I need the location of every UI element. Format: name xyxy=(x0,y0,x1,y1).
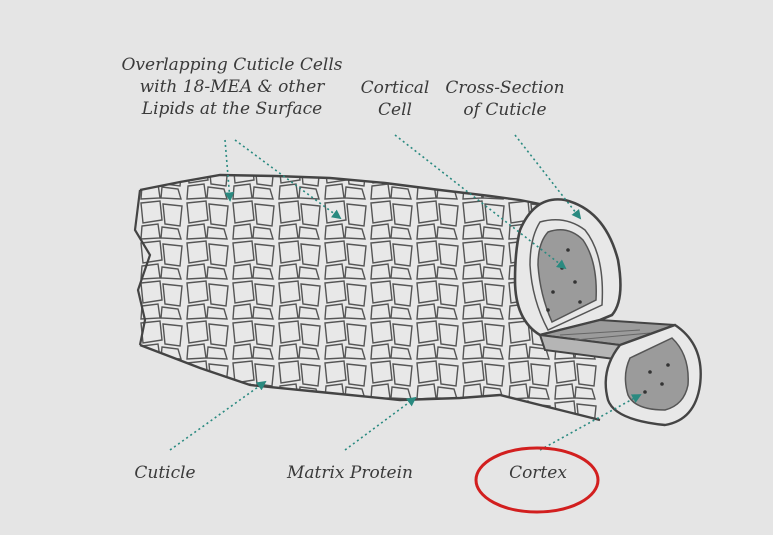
cross-section-ring xyxy=(513,198,622,337)
label-line: of Cuticle xyxy=(463,100,547,120)
arrow-cortical xyxy=(394,134,567,270)
label-line: Cross-Section xyxy=(445,78,565,98)
label-cortical-cell: Cortical Cell xyxy=(350,77,440,121)
arrow-overlap-2 xyxy=(234,139,342,220)
label-line: with 18-MEA & other xyxy=(139,77,325,97)
label-cortex: Cortex xyxy=(509,463,567,483)
label-line: Cell xyxy=(378,100,412,120)
arrow-overlap-1 xyxy=(224,139,235,202)
label-cross-section: Cross-Section of Cuticle xyxy=(440,77,570,121)
label-overlapping-cuticle-cells: Overlapping Cuticle Cells with 18-MEA & … xyxy=(112,54,352,120)
cortex-highlight-circle xyxy=(474,446,600,514)
label-matrix-protein: Matrix Protein xyxy=(286,463,413,483)
pointer-arrows xyxy=(169,134,642,451)
label-line: Overlapping Cuticle Cells xyxy=(121,55,343,75)
arrow-cortex xyxy=(539,394,642,451)
arrow-cuticle xyxy=(169,380,267,451)
cortex-end xyxy=(604,323,702,427)
label-cuticle: Cuticle xyxy=(134,463,196,483)
label-line: Cortical xyxy=(360,78,430,98)
label-line: Lipids at the Surface xyxy=(141,99,323,119)
cut-slab xyxy=(538,318,676,362)
arrow-matrix xyxy=(344,396,417,451)
